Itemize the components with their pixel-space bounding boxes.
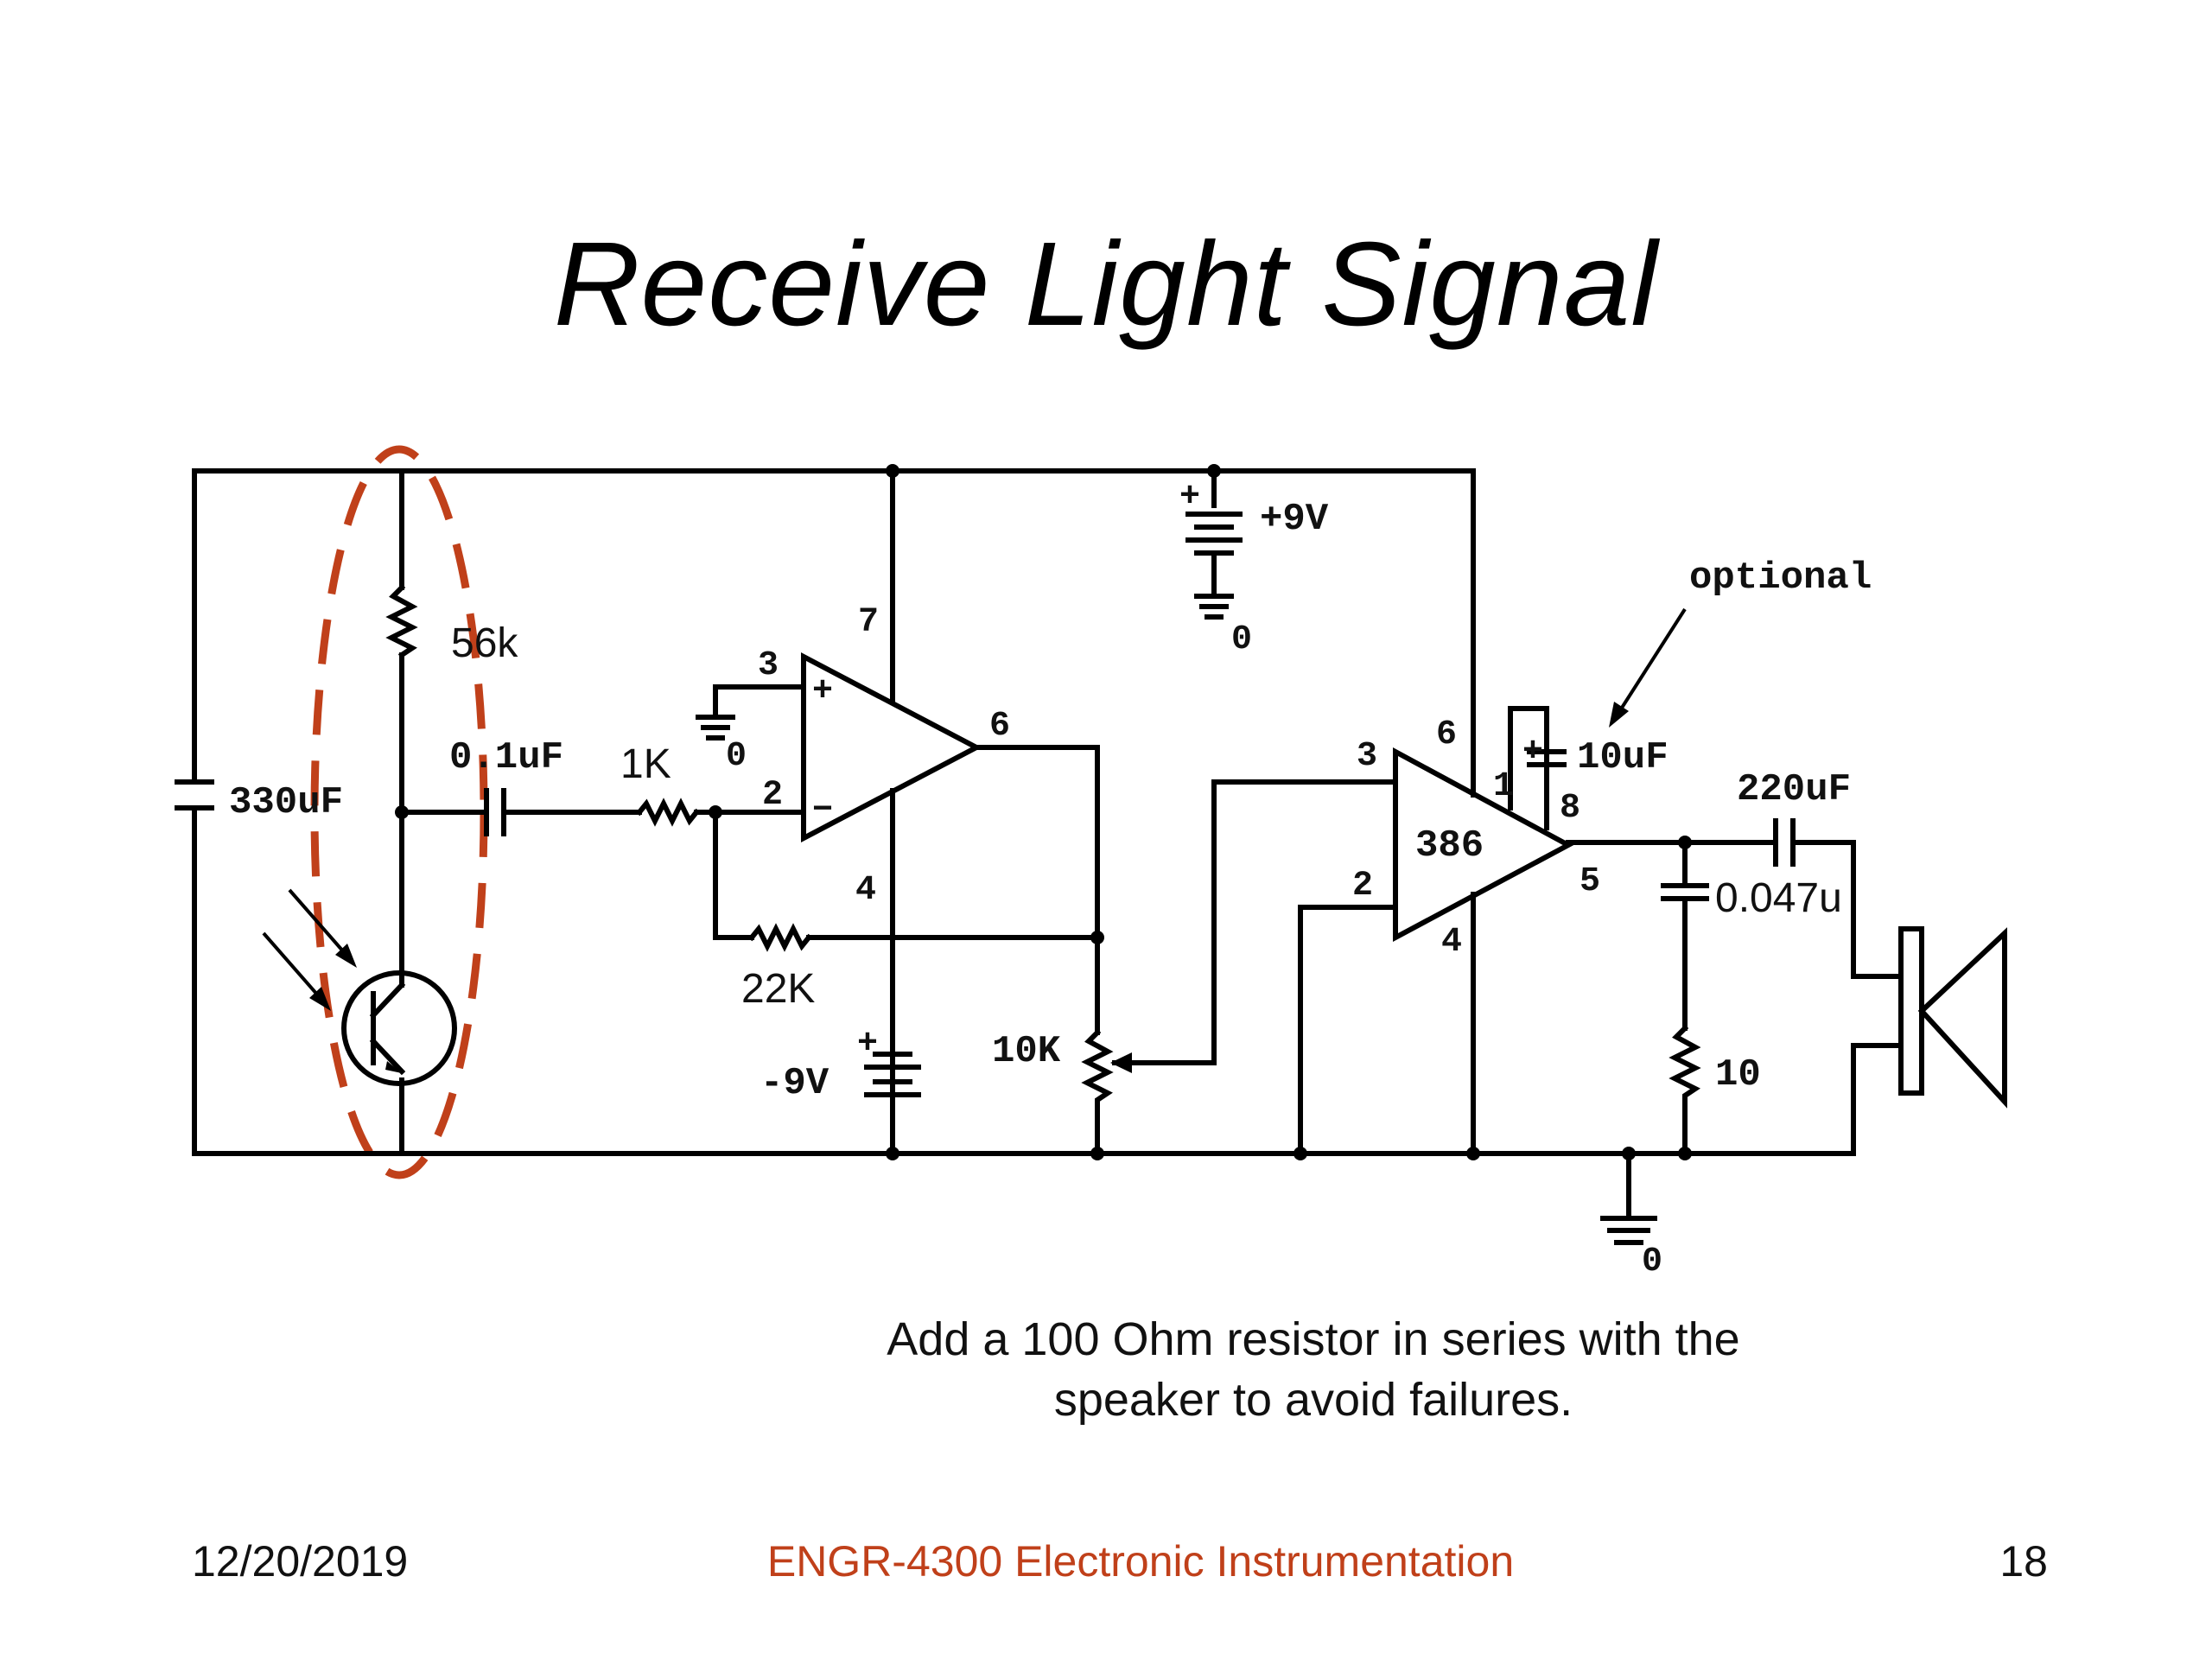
feedback-wire-left [713, 810, 754, 940]
capacitor-10uf [1527, 749, 1567, 767]
capacitor-0.1uf [484, 788, 506, 836]
lm386-amp [1393, 747, 1574, 943]
speaker-return-wire [1851, 1043, 1904, 1156]
pin-op-6: 6 [989, 707, 1010, 746]
label-ground-opamp: 0 [726, 737, 747, 776]
ground-bottom [1600, 1151, 1657, 1245]
pin-op-7: 7 [858, 603, 879, 642]
footer-date: 12/20/2019 [192, 1537, 409, 1586]
neg9v-plus-sign: + [857, 1025, 878, 1064]
label-0.047u: 0.047u [1715, 875, 1842, 921]
ground-opamp [696, 715, 735, 741]
bypass-wire [1508, 706, 1549, 830]
pos9v-plus-sign: + [1179, 478, 1200, 517]
pin-op-3: 3 [758, 646, 779, 685]
slide-title: Receive Light Signal [553, 218, 1659, 351]
label-10uf: 10uF [1577, 736, 1669, 779]
note-line-2: speaker to avoid failures. [1053, 1374, 1573, 1426]
footer-course: ENGR-4300 Electronic Instrumentation [766, 1537, 1515, 1586]
label-220uf: 220uF [1737, 768, 1851, 811]
resistor-10 [1669, 1024, 1701, 1156]
label-1k: 1K [620, 741, 671, 787]
label-lm386: 386 [1415, 824, 1484, 868]
resistor-1k [635, 798, 701, 827]
label-neg9v: -9V [760, 1062, 830, 1105]
phototransistor-body [369, 981, 406, 1076]
capacitor-330uf [175, 779, 214, 810]
resistor-56k [385, 583, 418, 659]
op-amp-plus-wire [713, 684, 806, 720]
capacitor-0.047u [1661, 840, 1709, 1031]
resistor-22k [747, 923, 813, 952]
potentiometer-10k [1081, 1028, 1114, 1156]
label-22k: 22K [741, 966, 815, 1012]
label-optional: optional [1689, 556, 1872, 600]
footer-page-number: 18 [1999, 1537, 2048, 1586]
light-arrows [262, 888, 352, 1004]
speaker-cone [1917, 927, 2007, 1109]
label-10: 10 [1715, 1053, 1761, 1096]
c10uf-plus-sign: + [1522, 733, 1543, 772]
label-330uf: 330uF [229, 781, 343, 824]
output-wire [1566, 840, 1904, 979]
label-ground-top: 0 [1231, 620, 1252, 659]
lm386-pin2-wire [1298, 905, 1398, 1156]
capacitor-220uf [1773, 818, 1796, 867]
pin-amp-1: 1 [1493, 767, 1514, 806]
battery-neg9v [864, 1052, 921, 1097]
label-ground-bottom: 0 [1642, 1243, 1662, 1281]
pin-amp-2: 2 [1352, 867, 1373, 906]
label-56k: 56k [451, 620, 518, 666]
pin-amp-8: 8 [1560, 789, 1580, 828]
label-pos9v: +9V [1260, 498, 1329, 541]
pin-amp-6: 6 [1436, 715, 1457, 754]
label-0.1uf: 0.1uF [449, 736, 563, 779]
pin-op-2: 2 [762, 776, 783, 815]
optional-arrow [1614, 607, 1687, 719]
pin-op-4: 4 [855, 871, 876, 910]
ground-top [1194, 550, 1234, 620]
battery-pos9v [1185, 512, 1243, 556]
op-amp-output-wire [974, 745, 1100, 1035]
op-amp-minus-sign: − [812, 791, 833, 830]
slide-note: Add a 100 Ohm resistor in series with th… [760, 1309, 1866, 1430]
pin-amp-3: 3 [1357, 737, 1377, 776]
pin-amp-5: 5 [1580, 862, 1600, 901]
note-line-1: Add a 100 Ohm resistor in series with th… [887, 1313, 1740, 1365]
pin-amp-4: 4 [1441, 923, 1462, 962]
wiper-wire [1112, 779, 1398, 1065]
label-10k: 10K [992, 1030, 1061, 1073]
op-amp-plus-sign: + [812, 672, 833, 711]
